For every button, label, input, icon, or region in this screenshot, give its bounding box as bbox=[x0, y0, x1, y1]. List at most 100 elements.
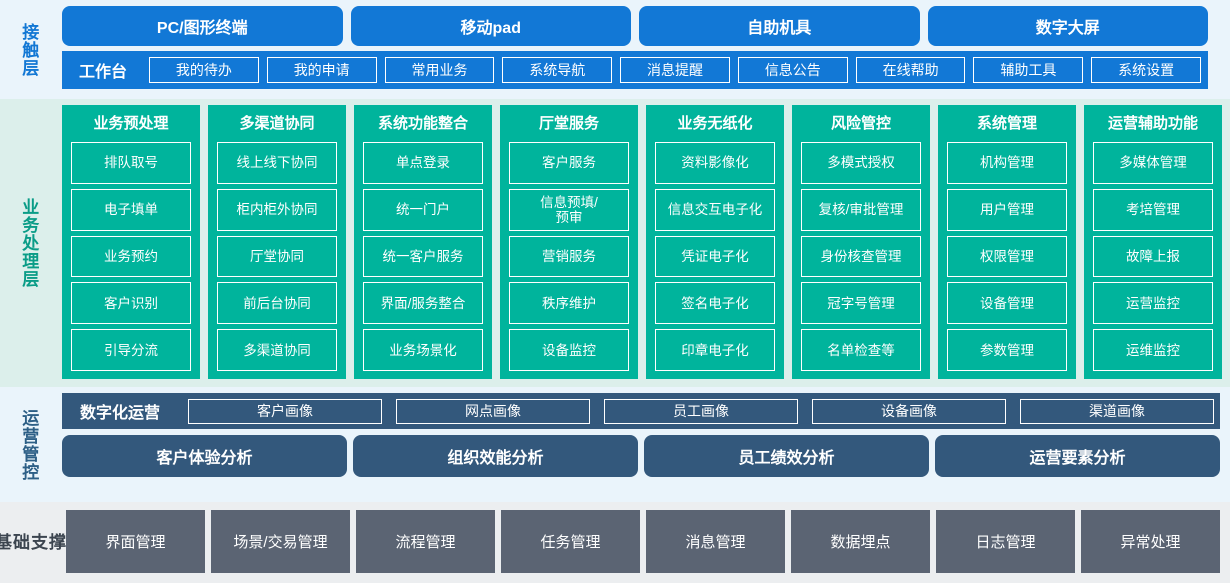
business-column: 系统管理机构管理用户管理权限管理设备管理参数管理 bbox=[938, 105, 1076, 379]
digital-ops-bar: 数字化运营 客户画像网点画像员工画像设备画像渠道画像 bbox=[62, 393, 1220, 429]
business-column-title: 系统功能整合 bbox=[377, 115, 468, 132]
analysis-item[interactable]: 员工绩效分析 bbox=[644, 435, 929, 477]
business-item[interactable]: 名单检查等 bbox=[801, 329, 921, 371]
business-column: 运营辅助功能多媒体管理考培管理故障上报运营监控运维监控 bbox=[1084, 105, 1222, 379]
business-item[interactable]: 故障上报 bbox=[1093, 235, 1213, 278]
workbench-item[interactable]: 信息公告 bbox=[737, 57, 848, 83]
business-item[interactable]: 客户服务 bbox=[509, 142, 629, 184]
layer-label-base-line1: 基础 bbox=[0, 532, 31, 552]
business-columns: 业务预处理排队取号电子填单业务预约客户识别引导分流多渠道协同 线上线下协同柜内柜外… bbox=[62, 105, 1222, 379]
portrait-chip-row: 客户画像网点画像员工画像设备画像渠道画像 bbox=[188, 398, 1215, 424]
business-item[interactable]: 柜内柜外协同 bbox=[217, 188, 337, 231]
business-column-title: 风险管控 bbox=[830, 115, 891, 132]
business-column-title: 业务无纸化 bbox=[677, 115, 753, 132]
business-item[interactable]: 信息预填/预审 bbox=[509, 188, 629, 231]
portrait-item[interactable]: 员工画像 bbox=[604, 398, 799, 424]
business-column: 业务预处理排队取号电子填单业务预约客户识别引导分流 bbox=[62, 105, 200, 379]
analysis-item[interactable]: 客户体验分析 bbox=[62, 435, 347, 477]
business-item[interactable]: 复核/审批管理 bbox=[801, 188, 921, 231]
base-support-item[interactable]: 场景/交易管理 bbox=[211, 510, 350, 573]
base-support-item[interactable]: 任务管理 bbox=[501, 510, 640, 573]
workbench-item[interactable]: 我的申请 bbox=[266, 57, 377, 83]
base-support-item[interactable]: 流程管理 bbox=[356, 510, 495, 573]
portrait-item[interactable]: 网点画像 bbox=[396, 398, 591, 424]
workbench-chip-row: 我的待办我的申请常用业务系统导航消息提醒信息公告在线帮助辅助工具系统设置 bbox=[149, 57, 1202, 83]
business-item[interactable]: 业务预约 bbox=[71, 235, 191, 278]
channel-box[interactable]: PC/图形终端 bbox=[62, 6, 343, 46]
business-column-title: 运营辅助功能 bbox=[1107, 115, 1198, 132]
business-item[interactable]: 资料影像化 bbox=[655, 142, 775, 184]
business-item[interactable]: 排队取号 bbox=[71, 142, 191, 184]
analysis-item[interactable]: 组织效能分析 bbox=[353, 435, 638, 477]
business-item[interactable]: 参数管理 bbox=[947, 329, 1067, 371]
business-item[interactable]: 冠字号管理 bbox=[801, 282, 921, 325]
business-item[interactable]: 多渠道协同 bbox=[217, 329, 337, 371]
business-item[interactable]: 机构管理 bbox=[947, 142, 1067, 184]
business-item[interactable]: 电子填单 bbox=[71, 188, 191, 231]
layer-label-contact: 接触层 bbox=[19, 22, 39, 77]
channel-box[interactable]: 自助机具 bbox=[639, 6, 920, 46]
business-item[interactable]: 单点登录 bbox=[363, 142, 483, 184]
business-item[interactable]: 身份核查管理 bbox=[801, 235, 921, 278]
business-item[interactable]: 运营监控 bbox=[1093, 282, 1213, 325]
business-item[interactable]: 多模式授权 bbox=[801, 142, 921, 184]
business-item[interactable]: 业务场景化 bbox=[363, 329, 483, 371]
business-column: 厅堂服务客户服务信息预填/预审营销服务秩序维护设备监控 bbox=[500, 105, 638, 379]
workbench-item[interactable]: 在线帮助 bbox=[855, 57, 966, 83]
layer-business-body: 业务预处理排队取号电子填单业务预约客户识别引导分流多渠道协同 线上线下协同柜内柜外… bbox=[56, 99, 1230, 387]
analysis-item[interactable]: 运营要素分析 bbox=[935, 435, 1220, 477]
business-item[interactable]: 界面/服务整合 bbox=[363, 282, 483, 325]
analysis-row: 客户体验分析组织效能分析员工绩效分析运营要素分析 bbox=[62, 435, 1220, 477]
layer-label-base: 基础 支撑 bbox=[0, 502, 66, 583]
workbench-item[interactable]: 辅助工具 bbox=[973, 57, 1084, 83]
workbench-item[interactable]: 我的待办 bbox=[149, 57, 259, 83]
business-column: 风险管控多模式授权复核/审批管理身份核查管理冠字号管理名单检查等 bbox=[792, 105, 930, 379]
business-item[interactable]: 前后台协同 bbox=[217, 282, 337, 325]
layer-base: 基础 支撑 界面管理场景/交易管理流程管理任务管理消息管理数据埋点日志管理异常处… bbox=[0, 502, 1230, 583]
base-support-item[interactable]: 日志管理 bbox=[936, 510, 1075, 573]
business-item[interactable]: 客户识别 bbox=[71, 282, 191, 325]
business-item[interactable]: 签名电子化 bbox=[655, 282, 775, 325]
channel-box[interactable]: 移动pad bbox=[350, 6, 631, 46]
business-item[interactable]: 用户管理 bbox=[947, 188, 1067, 231]
business-item[interactable]: 厅堂协同 bbox=[217, 235, 337, 278]
business-item[interactable]: 设备管理 bbox=[947, 282, 1067, 325]
layer-ops: 运营管控 数字化运营 客户画像网点画像员工画像设备画像渠道画像 客户体验分析组织… bbox=[0, 387, 1230, 502]
workbench-item[interactable]: 消息提醒 bbox=[620, 57, 730, 83]
base-support-item[interactable]: 异常处理 bbox=[1081, 510, 1220, 573]
business-item[interactable]: 设备监控 bbox=[509, 329, 629, 371]
business-item[interactable]: 统一门户 bbox=[363, 188, 483, 231]
layer-business: 业务处理层 业务预处理排队取号电子填单业务预约客户识别引导分流多渠道协同 线上线下… bbox=[0, 99, 1230, 387]
business-item[interactable]: 印章电子化 bbox=[655, 329, 775, 371]
business-item[interactable]: 统一客户服务 bbox=[363, 235, 483, 278]
workbench-item[interactable]: 系统导航 bbox=[502, 57, 613, 83]
workbench-item[interactable]: 系统设置 bbox=[1091, 57, 1202, 83]
business-item[interactable]: 秩序维护 bbox=[509, 282, 629, 325]
layer-base-body: 界面管理场景/交易管理流程管理任务管理消息管理数据埋点日志管理异常处理 bbox=[62, 502, 1230, 583]
digital-ops-title: 数字化运营 bbox=[80, 405, 161, 422]
business-item[interactable]: 信息交互电子化 bbox=[655, 188, 775, 231]
business-item[interactable]: 考培管理 bbox=[1093, 188, 1213, 231]
business-item[interactable]: 营销服务 bbox=[509, 235, 629, 278]
business-item[interactable]: 线上线下协同 bbox=[217, 142, 337, 184]
base-support-item[interactable]: 数据埋点 bbox=[791, 510, 930, 573]
portrait-item[interactable]: 渠道画像 bbox=[1020, 398, 1215, 424]
business-column-title: 厅堂服务 bbox=[538, 115, 599, 132]
base-support-item[interactable]: 界面管理 bbox=[66, 510, 205, 573]
business-item[interactable]: 凭证电子化 bbox=[655, 235, 775, 278]
business-item[interactable]: 引导分流 bbox=[71, 329, 191, 371]
business-column-title: 业务预处理 bbox=[93, 115, 169, 132]
business-item[interactable]: 运维监控 bbox=[1093, 329, 1213, 371]
base-support-item[interactable]: 消息管理 bbox=[646, 510, 785, 573]
portrait-item[interactable]: 客户画像 bbox=[188, 398, 383, 424]
layer-label-business: 业务处理层 bbox=[19, 198, 39, 288]
business-item[interactable]: 多媒体管理 bbox=[1093, 142, 1213, 184]
portrait-item[interactable]: 设备画像 bbox=[812, 398, 1007, 424]
layer-label-ops: 运营管控 bbox=[19, 408, 39, 481]
business-item[interactable]: 权限管理 bbox=[947, 235, 1067, 278]
workbench-item[interactable]: 常用业务 bbox=[384, 57, 495, 83]
business-column: 系统功能整合单点登录统一门户统一客户服务界面/服务整合业务场景化 bbox=[354, 105, 492, 379]
channel-box[interactable]: 数字大屏 bbox=[927, 6, 1208, 46]
